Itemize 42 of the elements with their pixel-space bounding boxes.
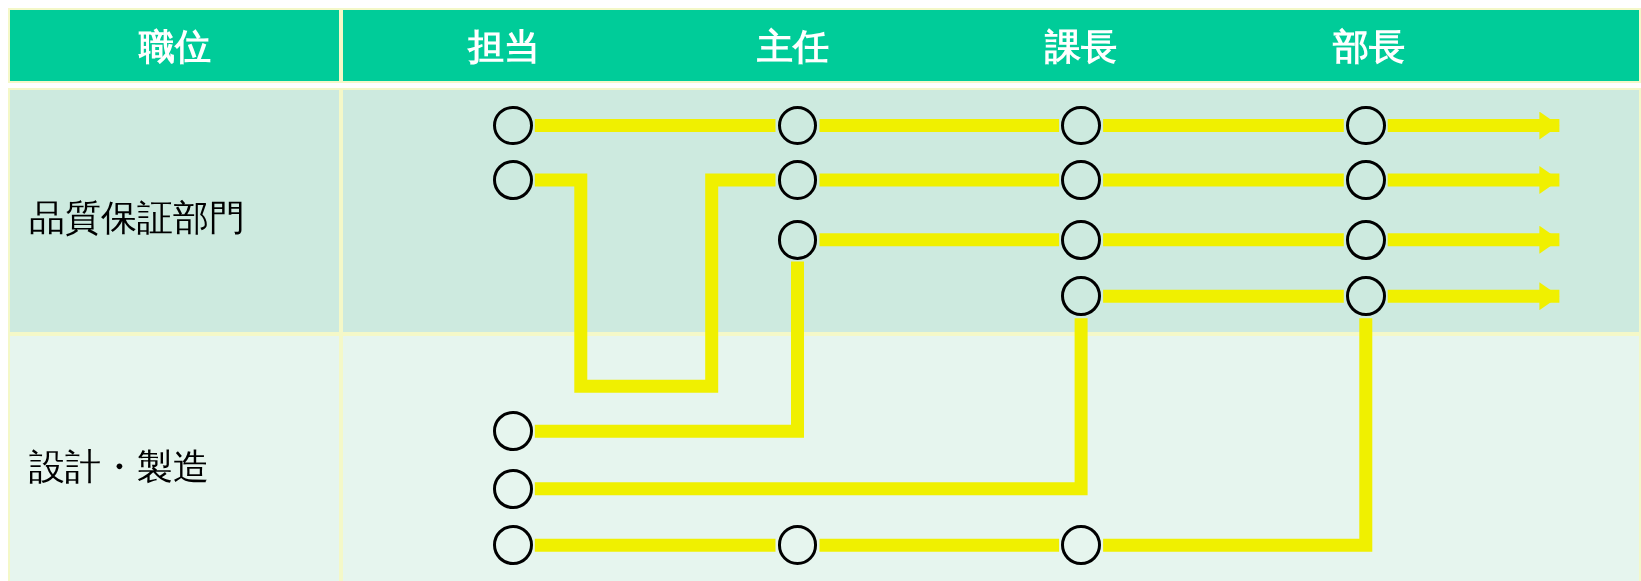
connector-line	[819, 173, 1060, 187]
arrow	[1387, 166, 1560, 194]
circle-node	[492, 105, 533, 146]
circle-node	[492, 411, 533, 452]
connector-line	[819, 233, 1060, 247]
connector-line	[1103, 119, 1344, 133]
circle-node	[1345, 160, 1386, 200]
connector-line	[534, 119, 776, 133]
arrow	[1387, 111, 1560, 140]
circle-node	[1345, 219, 1386, 260]
connector-line	[1103, 233, 1344, 247]
circle-node	[1345, 105, 1386, 146]
circle-node	[1061, 525, 1101, 566]
connector-line	[819, 538, 1060, 552]
connector-line	[1103, 173, 1344, 187]
row-heading: 設計・製造	[29, 448, 210, 485]
row-heading: 品質保証部門	[29, 199, 246, 236]
column-heading: 職位	[138, 29, 211, 66]
circle-node	[1345, 276, 1386, 317]
circle-node	[1061, 219, 1101, 260]
column-heading: 主任	[757, 29, 830, 66]
connector-line	[819, 119, 1060, 133]
arrow	[1387, 225, 1560, 254]
connector-line	[534, 261, 804, 438]
circle-node	[777, 219, 818, 260]
circle-node	[1061, 105, 1101, 146]
arrow	[1387, 282, 1560, 311]
circle-node	[777, 160, 818, 200]
circle-node	[777, 105, 818, 146]
connector-line	[1103, 318, 1373, 552]
column-heading: 部長	[1332, 29, 1405, 66]
connector-line	[1103, 289, 1344, 303]
connector-line	[534, 318, 1088, 496]
circle-node	[492, 160, 533, 200]
circle-node	[492, 525, 533, 566]
circle-node	[1061, 276, 1101, 317]
column-heading: 課長	[1045, 29, 1118, 66]
column-heading: 担当	[468, 29, 541, 66]
connector-line	[534, 538, 776, 552]
circle-node	[777, 525, 818, 566]
circle-node	[492, 468, 533, 509]
circle-node	[1061, 160, 1101, 200]
